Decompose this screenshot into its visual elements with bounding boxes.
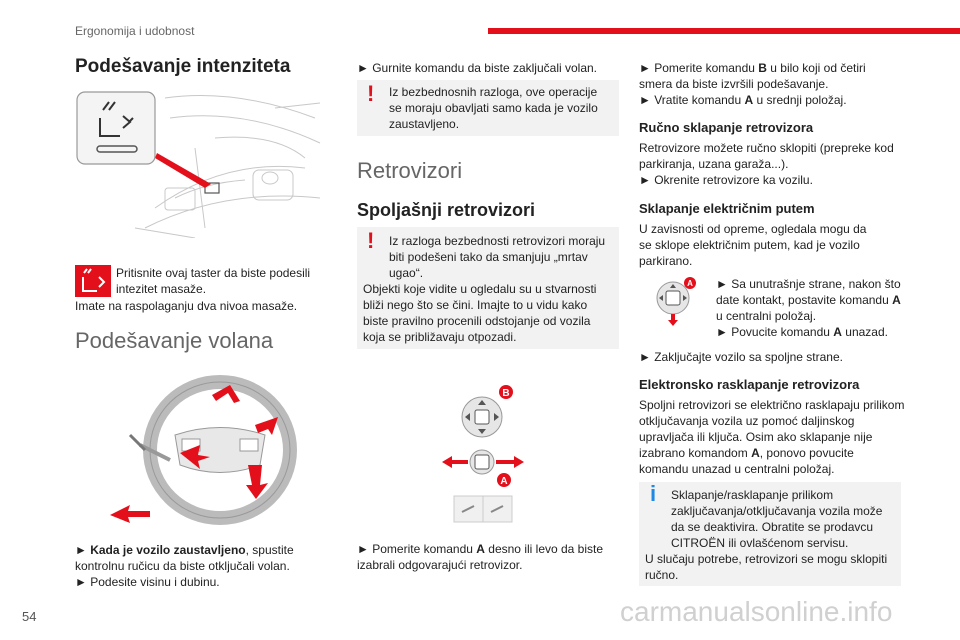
step-return-pre: Vratite komandu (654, 93, 745, 107)
warning-box-steering: ! Iz bezbednosnih razloga, ove operacije… (357, 80, 619, 136)
header-accent-bar (488, 28, 960, 34)
label-b-badge (499, 385, 513, 399)
auto-unfolding-title: Elektronsko rasklapanje retrovizora (639, 377, 860, 392)
label-b: B (502, 388, 509, 399)
auto-text-a: A (751, 446, 760, 460)
manual-folding-title: Ručno sklapanje retrovizora (639, 120, 814, 135)
elec-step2-post: unazad. (841, 325, 888, 339)
electric-step-2: ► Povucite komandu A unazad. (716, 325, 888, 339)
seat-controls-illustration (76, 91, 321, 238)
mirror-select-step: ► Pomerite komandu A desno ili levo da b… (357, 542, 604, 572)
warning-icon: ! (367, 81, 375, 106)
info-icon: i (650, 481, 657, 506)
label-a: A (500, 476, 507, 487)
elec-step1-a: A (892, 293, 901, 307)
section-title-massage: Podešavanje intenziteta (75, 56, 291, 77)
info-text-2: U slučaju potrebe, retrovizori se mogu s… (645, 552, 888, 582)
breadcrumb: Ergonomija i udobnost (75, 24, 195, 38)
warning-box-mirrors: ! Iz razloga bezbednosti retrovizori mor… (357, 227, 619, 349)
column-1: Podešavanje intenziteta (75, 56, 325, 78)
steering-title-wrap: Podešavanje volana (75, 328, 273, 354)
warning-text-mirrors-2: Objekti koje vidite u ogledalu su u stva… (363, 282, 597, 344)
step-move-a: A (476, 542, 485, 556)
step-1-rest: , spustite kontrolnu ručicu da biste otk… (75, 543, 294, 573)
step-return-a: A (744, 93, 754, 107)
fold-label-a: A (687, 279, 693, 288)
mirror-return-step: ► Vratite komandu A u srednji položaj. (639, 93, 847, 107)
warning-icon: ! (367, 228, 375, 253)
massage-levels-text: Imate na raspolaganju dva nivoa masaže. (75, 299, 298, 313)
lock-vehicle-step: ► Zaključajte vozilo sa spoljne strane. (639, 350, 843, 364)
step-b-b: B (758, 61, 767, 75)
electric-folding-text: U zavisnosti od opreme, ogledala mogu da… (639, 222, 867, 268)
section-title-outside-mirrors: Spoljašnji retrovizori (357, 200, 536, 220)
info-box-folding: i Sklapanje/rasklapanje prilikom zaključ… (639, 482, 901, 586)
auto-text-2: , ponovo povucite komandu unazad u centr… (639, 446, 854, 476)
fold-control-icon: A (656, 277, 696, 326)
auto-text-1: Spoljni retrovizori se električno raskla… (639, 398, 905, 460)
electric-step-1: ► Sa unutrašnje strane, nakon što date k… (716, 277, 901, 323)
section-title-steering: Podešavanje volana (75, 328, 274, 353)
massage-button-closeup (76, 91, 156, 165)
mirror-control-illustration: B A (442, 385, 524, 523)
electric-folding-title: Sklapanje električnim putem (639, 201, 815, 216)
elec-step1-post: u centralni položaj. (716, 309, 817, 323)
massage-instruction: Pritisnite ovaj taster da biste podesili… (116, 266, 311, 296)
manual-step-text: Okrenite retrovizore ka vozilu. (654, 173, 813, 187)
warning-text-steering: Iz bezbednosnih razloga, ove operacije s… (389, 85, 598, 131)
step-move-pre: Pomerite komandu (372, 542, 477, 556)
steering-step-1: ► Kada je vozilo zaustavljeno, spustite … (75, 543, 294, 573)
step-b-pre: Pomerite komandu (654, 61, 759, 75)
section-title-mirrors: Retrovizori (357, 158, 463, 183)
elec-step2-pre: Povucite komandu (731, 325, 834, 339)
lock-step-text: Gurnite komandu da biste zaključali vola… (372, 61, 598, 75)
page-number: 54 (22, 609, 37, 624)
manual-folding-text: Retrovizore možete ručno sklopiti (prepr… (639, 141, 894, 171)
step-2-text: Podesite visinu i dubinu. (90, 575, 220, 589)
label-a-badge (497, 473, 511, 487)
pointer-arrow (155, 153, 211, 188)
mirror-adjust-step: ► Pomerite komandu B u bilo koji od četi… (639, 61, 866, 91)
elec-step1-text: Sa unutrašnje strane, nakon što date kon… (716, 277, 901, 307)
mirrors-title-wrap: Retrovizori (357, 158, 462, 184)
elec-step2-a: A (833, 325, 842, 339)
watermark-url: carmanualsonline.info (620, 596, 893, 627)
step-b-post: u bilo koji od četiri smera da biste izv… (639, 61, 866, 91)
steering-step-2: ► Podesite visinu i dubinu. (75, 575, 220, 589)
manual-folding-step: ► Okrenite retrovizore ka vozilu. (639, 173, 813, 187)
auto-unfolding-text: Spoljni retrovizori se električno raskla… (639, 397, 905, 477)
massage-icon (75, 265, 111, 297)
steering-wheel-illustration (110, 375, 297, 525)
info-text-1: Sklapanje/rasklapanje prilikom zaključav… (671, 488, 883, 550)
outside-mirrors-title-wrap: Spoljašnji retrovizori (357, 200, 535, 221)
step-move-post: desno ili levo da biste izabrali odgovar… (357, 542, 604, 572)
lock-steering-step: ► Gurnite komandu da biste zaključali vo… (357, 61, 598, 75)
warning-text-mirrors-1: Iz razloga bezbednosti retrovizori moraj… (389, 234, 606, 280)
step-return-post: u srednji položaj. (753, 93, 847, 107)
lock-vehicle-text: Zaključajte vozilo sa spoljne strane. (654, 350, 843, 364)
step-1-bold: Kada je vozilo zaustavljeno (90, 543, 246, 557)
